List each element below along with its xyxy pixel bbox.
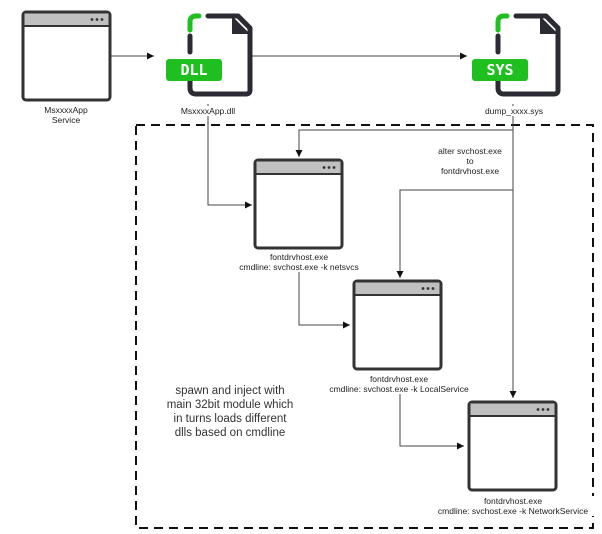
- dll-file-label: MsxxxxApp.dll: [160, 106, 256, 116]
- injection-scope-boundary: [135, 124, 594, 529]
- proc-networkservice-window-icon: [467, 400, 558, 492]
- spawn-annotation-line: dlls based on cmdline: [174, 427, 286, 439]
- sys-file-label: dump_xxxx.sys: [466, 106, 562, 116]
- spawn-annotation: spawn and inject with main 32bit module …: [160, 384, 300, 440]
- proc-networkservice-label: fontdrvhost.exe cmdline: svchost.exe -k …: [428, 496, 598, 516]
- dll-badge-text: DLL: [180, 61, 207, 79]
- app-service-label-line2: Service: [51, 115, 81, 125]
- app-service-label: MsxxxxApp Service: [16, 105, 116, 125]
- proc-netsvcs-cmdline: cmdline: svchost.exe -k netsvcs: [239, 262, 359, 272]
- edge-sys-to-proc-localservice: [396, 189, 513, 278]
- alter-annotation-line: fontdrvhost.exe: [440, 166, 500, 176]
- proc-networkservice-name: fontdrvhost.exe: [483, 496, 543, 506]
- edge-dll-to-proc-netsvcs: [207, 104, 252, 209]
- spawn-annotation-line: spawn and inject with: [175, 385, 285, 397]
- edge-netsvcs-to-localservice: [298, 264, 350, 329]
- proc-netsvcs-name: fontdrvhost.exe: [269, 252, 329, 262]
- proc-localservice-name: fontdrvhost.exe: [369, 374, 429, 384]
- proc-localservice-cmdline: cmdline: svchost.exe -k LocalService: [329, 384, 469, 394]
- sys-badge-text: SYS: [486, 61, 513, 79]
- alter-annotation: alter svchost.exe to fontdrvhost.exe: [430, 146, 510, 176]
- spawn-annotation-line: main 32bit module which: [166, 399, 294, 411]
- alter-annotation-line: to: [466, 156, 474, 166]
- proc-networkservice-cmdline: cmdline: svchost.exe -k NetworkService: [437, 506, 589, 516]
- proc-localservice-label: fontdrvhost.exe cmdline: svchost.exe -k …: [318, 374, 480, 394]
- app-service-label-line1: MsxxxxApp: [44, 105, 88, 115]
- edge-localservice-to-networkservice: [399, 390, 464, 450]
- edge-sys-to-proc-netsvcs: [295, 129, 513, 157]
- proc-netsvcs-window-icon: [253, 158, 344, 250]
- alter-annotation-line: alter svchost.exe: [438, 146, 502, 156]
- spawn-annotation-line: in turns loads different: [173, 413, 287, 425]
- dll-file-icon: DLL: [166, 13, 253, 97]
- app-service-window-icon: [21, 10, 112, 102]
- proc-localservice-window-icon: [352, 279, 443, 371]
- sys-file-icon: SYS: [472, 13, 561, 97]
- proc-netsvcs-label: fontdrvhost.exe cmdline: svchost.exe -k …: [228, 252, 370, 272]
